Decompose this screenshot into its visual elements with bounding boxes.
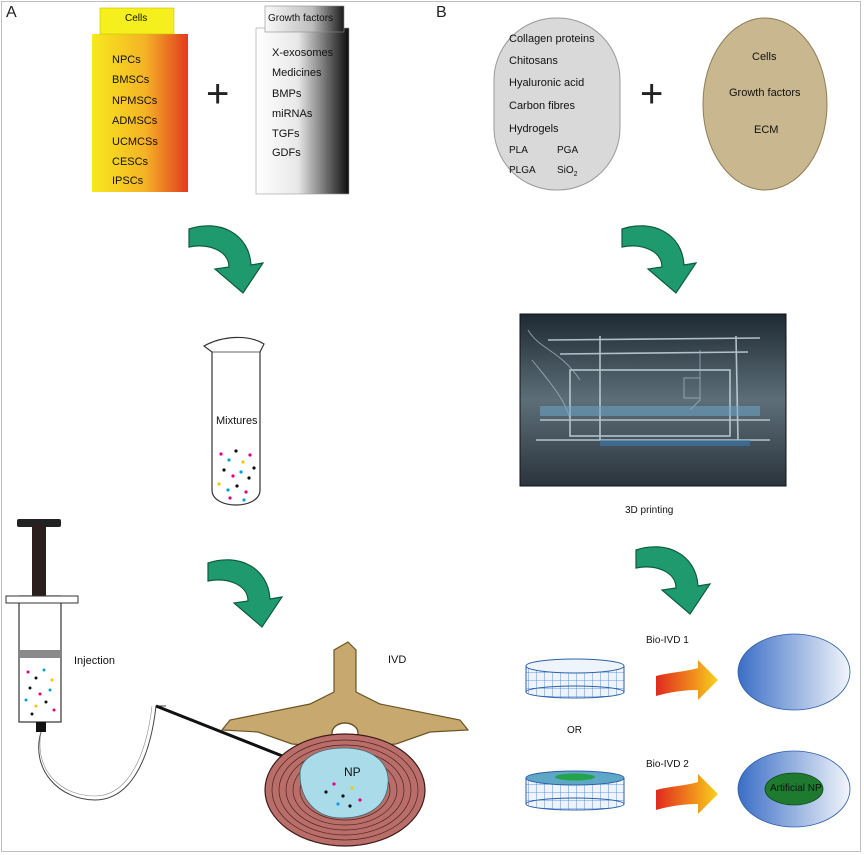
bio-component-item: ECM xyxy=(754,124,779,136)
cell-item: CESCs xyxy=(112,156,149,168)
material-item: Chitosans xyxy=(509,55,558,67)
growth-factor-item: TGFs xyxy=(272,128,300,140)
bio-component-item: Growth factors xyxy=(729,87,801,99)
bio-component-item: Cells xyxy=(752,51,777,63)
bio-ivd-2-disc xyxy=(525,770,625,811)
growth-factor-item: Medicines xyxy=(272,67,322,79)
plus-sign-b: + xyxy=(640,72,664,116)
material-item: Hydrogels xyxy=(509,123,559,135)
arrow-to-printer-icon xyxy=(621,225,697,294)
cells-header: Cells xyxy=(125,13,148,24)
material-item: Hyaluronic acid xyxy=(509,77,585,89)
material-item: Collagen proteins xyxy=(509,33,595,45)
arrow-bio-ivd-1-icon xyxy=(656,660,718,700)
ivd-illustration xyxy=(220,641,470,847)
np-label: NP xyxy=(344,765,361,779)
material-item: Carbon fibres xyxy=(509,100,576,112)
cells-box xyxy=(92,34,188,192)
bio-components-oval xyxy=(702,17,828,191)
material-pga: PGA xyxy=(557,145,579,156)
cells-header-box xyxy=(99,7,175,35)
cell-item: UCMCSs xyxy=(112,136,158,148)
bio-ivd-1-disc xyxy=(525,658,625,699)
3d-printing-label: 3D printing xyxy=(625,505,674,516)
growth-factors-header: Growth factors xyxy=(268,13,334,24)
bio-ivd-1-label: Bio-IVD 1 xyxy=(646,635,689,646)
injection-label: Injection xyxy=(74,655,115,667)
ivd-label: IVD xyxy=(388,654,407,666)
arrow-to-ivd-icon xyxy=(207,559,283,628)
artificial-np-core xyxy=(764,772,824,806)
materials-capsule xyxy=(493,17,621,191)
artificial-np-label: Artificial NP xyxy=(770,783,822,794)
cell-item: IPSCs xyxy=(112,175,144,187)
cell-item: NPMSCs xyxy=(112,95,158,107)
bio-ivd-2-label: Bio-IVD 2 xyxy=(646,759,689,770)
growth-factor-item: miRNAs xyxy=(272,108,313,120)
panel-label-b: B xyxy=(436,4,447,21)
arrow-to-mixtures-icon xyxy=(188,225,264,294)
syringe-icon xyxy=(5,519,166,801)
cell-item: NPCs xyxy=(112,54,141,66)
material-pla: PLA xyxy=(509,145,528,156)
plus-sign-a: + xyxy=(206,72,230,116)
panel-label-a: A xyxy=(6,4,17,21)
cell-item: ADMSCs xyxy=(112,115,158,127)
growth-factors-header-box xyxy=(264,5,345,33)
arrow-bio-ivd-2-icon xyxy=(656,774,718,814)
growth-factor-item: BMPs xyxy=(272,88,302,100)
3d-printer-photo xyxy=(519,313,787,487)
test-tube-icon xyxy=(202,336,265,506)
material-plga: PLGA xyxy=(509,165,536,176)
bio-ivd-1-oval xyxy=(737,633,851,711)
growth-factor-item: GDFs xyxy=(272,147,301,159)
mixtures-label: Mixtures xyxy=(216,415,258,427)
growth-factor-item: X-exosomes xyxy=(272,47,334,59)
arrow-to-bio-ivd-icon xyxy=(635,546,711,615)
or-label: OR xyxy=(567,725,582,736)
cell-item: BMSCs xyxy=(112,74,150,86)
material-sio2: SiO2 xyxy=(557,165,578,179)
